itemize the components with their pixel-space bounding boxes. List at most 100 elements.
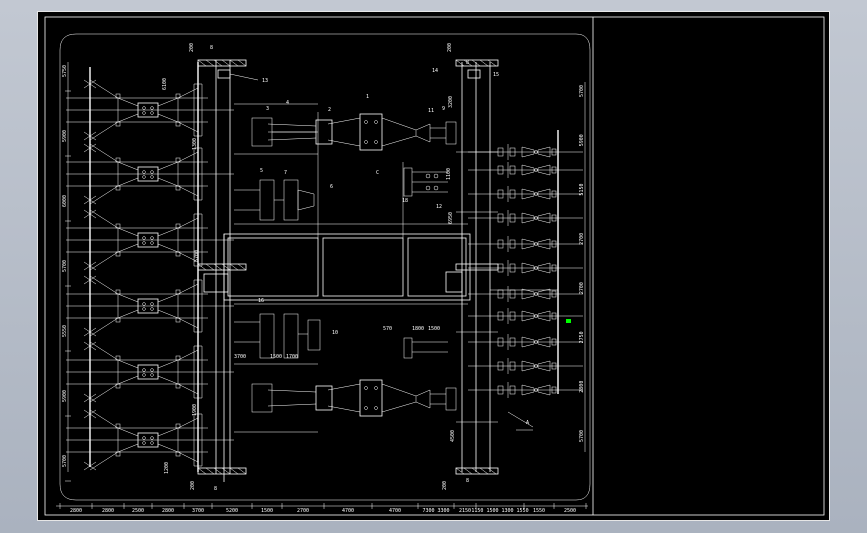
left-dim-label: 5550 — [62, 325, 68, 337]
part-label-11: 11 — [428, 108, 434, 114]
bottom-dim-ticks — [59, 503, 587, 509]
bottom-dim-label: 5200 — [226, 508, 238, 514]
site-boundary — [59, 33, 591, 501]
right-bay — [468, 334, 583, 350]
right-bay — [468, 260, 583, 276]
right-switchgear-top — [403, 121, 457, 197]
top-gantry-right — [455, 59, 499, 79]
left-dim-label: 5900 — [62, 390, 68, 402]
left-dim-label: 5750 — [62, 65, 68, 77]
right-bay — [468, 358, 583, 374]
right-dim-label: 2800 — [579, 381, 585, 393]
right-bay — [468, 308, 583, 324]
cross-connectors — [234, 103, 558, 433]
capacitor-bank-top — [234, 179, 315, 221]
inner-dim-4: 1900 — [192, 404, 198, 416]
bottom-right-ref: 8 — [466, 478, 469, 484]
left-bay — [66, 79, 234, 141]
left-bay — [66, 143, 234, 205]
right-dim-label: 5900 — [579, 134, 585, 146]
top-gantry-left — [197, 59, 259, 81]
inner-dim-5: 1200 — [164, 462, 170, 474]
bottom-dim-label: 3700 — [192, 508, 204, 514]
part-label-1: 1 — [366, 94, 369, 100]
left-dim-label: 5700 — [62, 455, 68, 467]
bottom-left-dim: 200 — [190, 481, 196, 490]
inner-dim-1: 6100 — [162, 78, 168, 90]
right-dim-label: 2700 — [579, 233, 585, 245]
bottom-gantry-right — [455, 467, 499, 475]
part-label-16: 16 — [258, 298, 264, 304]
right-dim-label: 5150 — [579, 184, 585, 196]
bottom-dim-label: 1150 1500 1300 1550 — [471, 508, 528, 514]
right-dim-label: 5700 — [579, 85, 585, 97]
inner-dim-6: 570 — [383, 326, 392, 332]
part-label-7: 7 — [284, 170, 287, 176]
label-14: 14 — [432, 68, 438, 74]
inner-dim-11: 1700 — [286, 354, 298, 360]
part-label-6: 6 — [330, 184, 333, 190]
right-bay — [468, 236, 583, 252]
label-13: 13 — [262, 78, 268, 84]
transformer-top — [251, 113, 417, 151]
bottom-dim-label: 1500 — [261, 508, 273, 514]
right-bay — [468, 382, 583, 398]
inner-dim-3: 5700 — [194, 250, 200, 262]
sheet-border — [44, 16, 825, 516]
right-dim-label: 2750 — [579, 331, 585, 343]
part-label-4: 4 — [286, 100, 289, 106]
label-15: 15 — [493, 72, 499, 78]
inner-dim-2: 1300 — [192, 138, 198, 150]
inner-dim-10: 1500 — [270, 354, 282, 360]
left-bay — [66, 341, 234, 403]
right-switchgear-bottom — [403, 337, 457, 411]
part-label-12: 12 — [436, 204, 442, 210]
part-label-18: 18 — [402, 198, 408, 204]
bottom-dim-label: 2800 — [162, 508, 174, 514]
right-bay — [468, 186, 583, 202]
part-label-3: 3 — [266, 106, 269, 112]
right-bay — [468, 210, 583, 226]
inner-dim-15: 4500 — [450, 430, 456, 442]
bottom-left-ref: 8 — [214, 486, 217, 492]
left-bay — [66, 409, 234, 471]
part-label-10: 10 — [332, 330, 338, 336]
inner-dim-14: 6950 — [448, 212, 454, 224]
inner-dim-8: 1500 — [428, 326, 440, 332]
top-left-ref: 8 — [210, 45, 213, 51]
bottom-right-dim: 200 — [442, 481, 448, 490]
left-dim-label: 5900 — [62, 130, 68, 142]
green-marker — [566, 319, 571, 323]
inner-dim-9: 3700 — [234, 354, 246, 360]
left-dim-label: 5700 — [62, 260, 68, 272]
bottom-dim-label: 2500 — [132, 508, 144, 514]
part-label-C: C — [376, 170, 379, 176]
capacitor-bank-bottom — [234, 313, 321, 359]
bottom-dim-label: 7300 3300 — [422, 508, 449, 514]
transformer-bottom — [251, 379, 417, 417]
bottom-dim-label: 2800 — [102, 508, 114, 514]
inner-dim-13: 1100 — [446, 168, 452, 180]
road-grid — [223, 112, 471, 482]
left-dim-labels: 5750 5900 6000 5700 5550 5900 5700 — [62, 65, 71, 482]
bottom-gantry-left — [197, 467, 247, 475]
right-dim-label: 5700 — [579, 430, 585, 442]
top-right-ref: 8 — [466, 60, 469, 66]
bottom-dim-label: 2800 — [70, 508, 82, 514]
mid-gantry-left — [197, 263, 247, 293]
left-bay — [66, 209, 234, 271]
left-bay — [66, 275, 234, 337]
right-bay — [468, 162, 583, 178]
left-dim-label: 6000 — [62, 195, 68, 207]
bottom-dim-label: 4700 — [342, 508, 354, 514]
bottom-dim-label: 2150 — [459, 508, 471, 514]
right-bay — [468, 286, 583, 302]
bottom-dim-label: 1550 — [533, 508, 545, 514]
top-left-dim: 200 — [189, 43, 195, 52]
part-label-2: 2 — [328, 107, 331, 113]
